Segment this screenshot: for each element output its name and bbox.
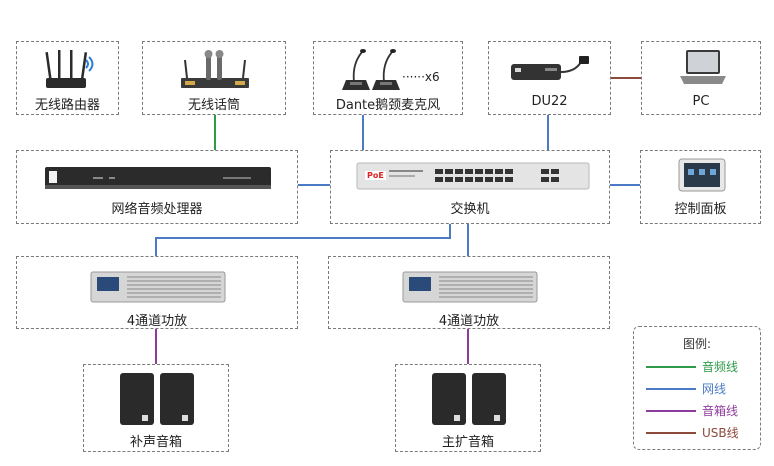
wireless-mic-box: 无线话筒: [142, 41, 286, 115]
legend-swatch: [646, 410, 696, 412]
usb-interface-icon: [511, 56, 589, 80]
processor-box: 网络音频处理器: [16, 150, 298, 224]
pc-label: PC: [692, 94, 710, 109]
fill-speakers-label: 补声音箱: [129, 435, 182, 450]
amp-left-box: 4通道功放: [16, 256, 298, 329]
legend-label: 音箱线: [702, 404, 739, 418]
audio-processor-device: [45, 167, 271, 189]
legend-swatch: [646, 432, 696, 434]
router-box: 无线路由器: [16, 41, 119, 115]
control-panel-label: 控制面板: [674, 202, 727, 217]
switch-box: PoE 交换机: [330, 150, 610, 224]
legend-label: 网线: [702, 382, 727, 396]
switch-label: 交换机: [450, 202, 490, 217]
wireless-mic-label: 无线话筒: [187, 98, 240, 113]
control-panel-box: 控制面板: [640, 150, 761, 224]
fill-speakers-box: 补声音箱: [83, 364, 229, 452]
touch-panel-icon: [678, 158, 726, 192]
legend-title: 图例:: [682, 337, 712, 351]
legend-label: USB线: [702, 426, 739, 440]
amplifier-device: [90, 271, 226, 303]
amp-left-label: 4通道功放: [126, 314, 188, 329]
legend-box: 图例: 音频线 网线 音箱线 USB线: [633, 326, 761, 450]
legend-swatch: [646, 366, 696, 368]
main-speakers-box: 主扩音箱: [395, 364, 541, 452]
router-icon: [45, 50, 94, 88]
legend-swatch: [646, 388, 696, 390]
main-speakers-label: 主扩音箱: [441, 435, 494, 450]
poe-badge: PoE: [365, 171, 386, 180]
pc-box: PC: [641, 41, 761, 115]
wireless-mic-receiver-icon: [181, 50, 249, 88]
du22-label: DU22: [531, 94, 568, 109]
amp-right-box: 4通道功放: [328, 256, 610, 329]
dante-mic-box: ······x6 Dante鹅颈麦克风: [313, 41, 463, 115]
amp-right-label: 4通道功放: [438, 314, 500, 329]
legend-label: 音频线: [702, 360, 739, 374]
mic-count: ······x6: [402, 70, 440, 84]
dante-mic-label: Dante鹅颈麦克风: [335, 98, 441, 113]
du22-box: DU22: [488, 41, 611, 115]
router-label: 无线路由器: [34, 98, 100, 113]
processor-label: 网络音频处理器: [111, 202, 203, 217]
network-wire: [155, 224, 451, 256]
speaker-pair-icon: [120, 373, 194, 425]
amplifier-device: [402, 271, 538, 303]
gooseneck-mic-icon: [342, 49, 400, 90]
speaker-pair-icon: [432, 373, 506, 425]
laptop-icon: [680, 50, 726, 84]
poe-switch-device: [356, 162, 590, 190]
